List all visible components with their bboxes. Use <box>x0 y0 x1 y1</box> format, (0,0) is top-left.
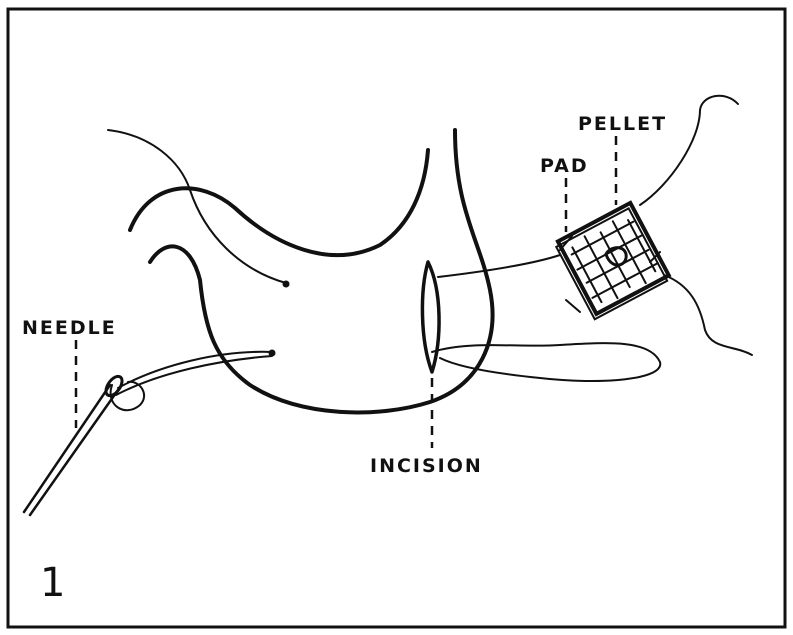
thread-loop <box>111 382 145 410</box>
suture-thread-incision-to-pad <box>438 255 560 277</box>
incision-slit <box>422 262 439 372</box>
suture-thread-upper <box>108 130 286 283</box>
figure-number: 1 <box>40 560 65 606</box>
label-incision: INCISION <box>370 455 483 477</box>
label-needle: NEEDLE <box>22 317 117 339</box>
needle <box>24 374 125 515</box>
figure-frame <box>8 9 785 627</box>
suture-thread-lower-loop <box>432 343 660 381</box>
thread-knot-lower <box>269 350 276 357</box>
label-pad: PAD <box>540 155 589 177</box>
suture-thread-pad-lower <box>664 275 752 355</box>
pad <box>554 203 670 319</box>
label-pellet: PELLET <box>578 113 667 135</box>
thread-knot-upper <box>283 281 290 288</box>
